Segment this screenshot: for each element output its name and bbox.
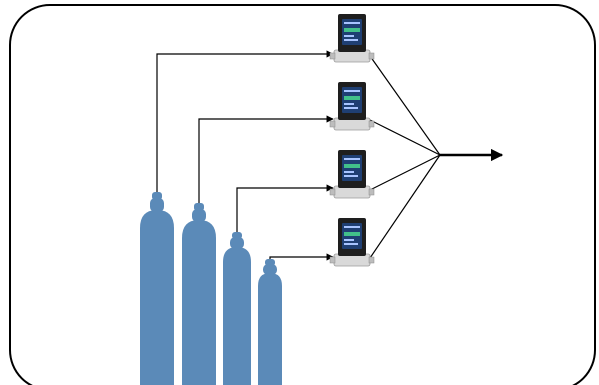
merge-line-2 — [369, 119, 441, 156]
supply-line-2 — [198, 115, 334, 210]
merge-line-4 — [369, 154, 441, 259]
merge-lines — [369, 55, 441, 259]
supply-line-1 — [156, 50, 334, 200]
gas-cylinder-icon — [140, 192, 174, 385]
gas-cylinders — [140, 192, 282, 385]
gas-cylinder-icon — [258, 259, 282, 385]
mass-flow-controller-icon — [329, 82, 375, 131]
mass-flow-controllers — [329, 14, 375, 267]
mass-flow-controller-icon — [329, 218, 375, 267]
diagram-frame — [9, 4, 596, 385]
mass-flow-controller-icon — [329, 14, 375, 63]
merge-line-1 — [369, 55, 441, 156]
gas-cylinder-icon — [223, 232, 251, 385]
merge-line-3 — [369, 154, 441, 191]
supply-line-3 — [236, 184, 334, 238]
gas-cylinder-icon — [182, 203, 216, 385]
mass-flow-controller-icon — [329, 150, 375, 199]
